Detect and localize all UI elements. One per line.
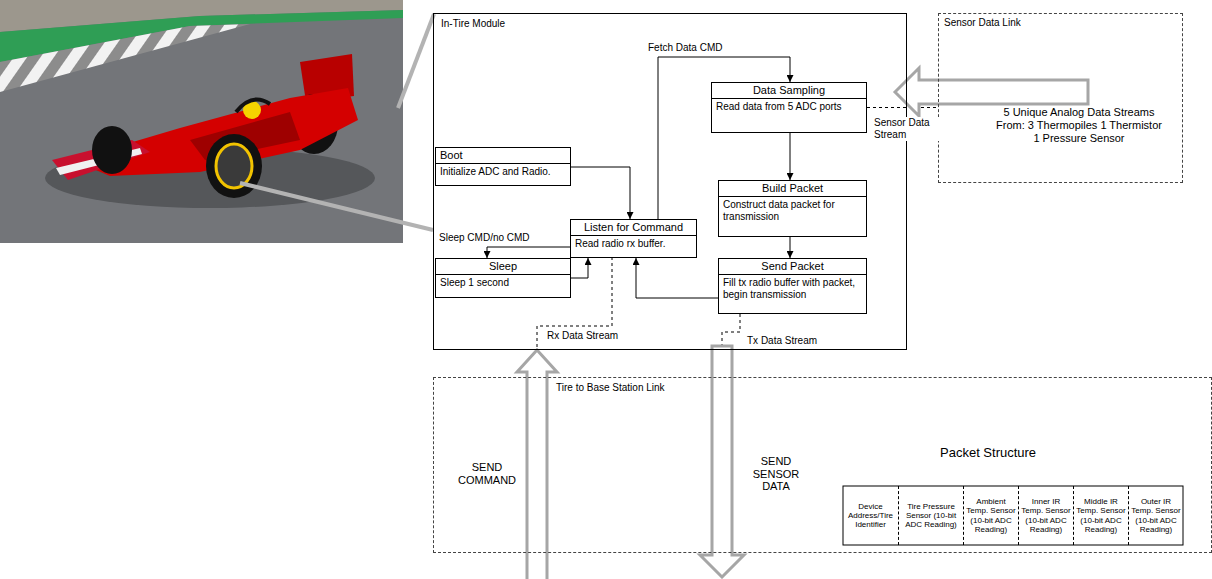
data-stream-line (867, 107, 938, 108)
box-body: 5 Unique Analog Data Streams From: 3 The… (995, 106, 1163, 152)
halo (236, 100, 270, 113)
flow-arrow (487, 247, 570, 258)
table-cell: Tire Pressure Sensor (10-bit ADC Reading… (898, 486, 963, 545)
box-body: Fill tx radio buffer with packet, begin … (719, 275, 866, 303)
edge-label: Tx Data Stream (745, 335, 819, 347)
flow-arrow (790, 237, 791, 258)
edge-label: Sensor Data Stream (872, 117, 940, 141)
box-body: Construct data packet for transmission (719, 197, 866, 225)
box-heading: Tire to Base Station Link (434, 378, 1211, 398)
table-cell: Device Address/Tire Identifier (843, 486, 898, 545)
box-body: Sleep 1 second (436, 275, 570, 291)
process-box: Send PacketFill tx radio buffer with pac… (718, 258, 867, 314)
tire-rim (216, 144, 252, 188)
link-region: Sensor Data Link 5 Unique Analog Data Str… (938, 13, 1183, 183)
box-heading: Listen for Command (571, 220, 696, 236)
edge-label: Rx Data Stream (545, 330, 620, 342)
table-title: Packet Structure (940, 446, 1050, 461)
hollow-arrow (700, 346, 744, 577)
table-cell: Outer IR Temp. Sensor (10-bit ADC Readin… (1128, 486, 1183, 545)
front-tire (92, 126, 132, 174)
flow-arrow (571, 258, 588, 278)
flow-arrow (636, 258, 718, 298)
table-cell: Ambient Temp. Sensor (10-bit ADC Reading… (963, 486, 1018, 545)
leader-line (398, 14, 434, 108)
process-box: BootInitialize ADC and Radio. (435, 147, 571, 186)
link-note: SEND SENSOR DATA (748, 455, 804, 493)
process-box: Data SamplingRead data from 5 ADC ports (711, 82, 867, 133)
leader-line (240, 183, 433, 230)
box-body: Read radio rx buffer. (571, 236, 696, 252)
packet-table-frame (843, 486, 1183, 545)
flow-arrow (571, 167, 630, 219)
process-box: Listen for CommandRead radio rx buffer. (570, 219, 697, 258)
table-cell: Middle IR Temp. Sensor (10-bit ADC Readi… (1073, 486, 1128, 545)
box-heading: Sleep (436, 259, 570, 275)
box-body: Initialize ADC and Radio. (436, 164, 570, 180)
edge-label: Sleep CMD/no CMD (437, 232, 532, 244)
process-box: Build PacketConstruct data packet for tr… (718, 180, 867, 237)
front-tire (206, 134, 262, 198)
hollow-arrow (517, 350, 557, 579)
box-heading: In-Tire Module (434, 14, 906, 34)
flow-arrow (790, 133, 791, 180)
box-heading: Sensor Data Link (939, 14, 1182, 32)
table-cell: Inner IR Temp. Sensor (10-bit ADC Readin… (1018, 486, 1073, 545)
box-heading: Build Packet (719, 181, 866, 197)
link-note: SEND COMMAND (455, 461, 519, 486)
module-boundary: In-Tire ModuleData SamplingRead data fro… (433, 13, 907, 350)
box-heading: Boot (436, 148, 570, 164)
box-body: Read data from 5 ADC ports (712, 99, 866, 115)
box-heading: Send Packet (719, 259, 866, 275)
edge-label: Fetch Data CMD (646, 42, 724, 54)
process-box: SleepSleep 1 second (435, 258, 571, 298)
box-heading: Data Sampling (712, 83, 866, 99)
kerb (0, 24, 250, 92)
